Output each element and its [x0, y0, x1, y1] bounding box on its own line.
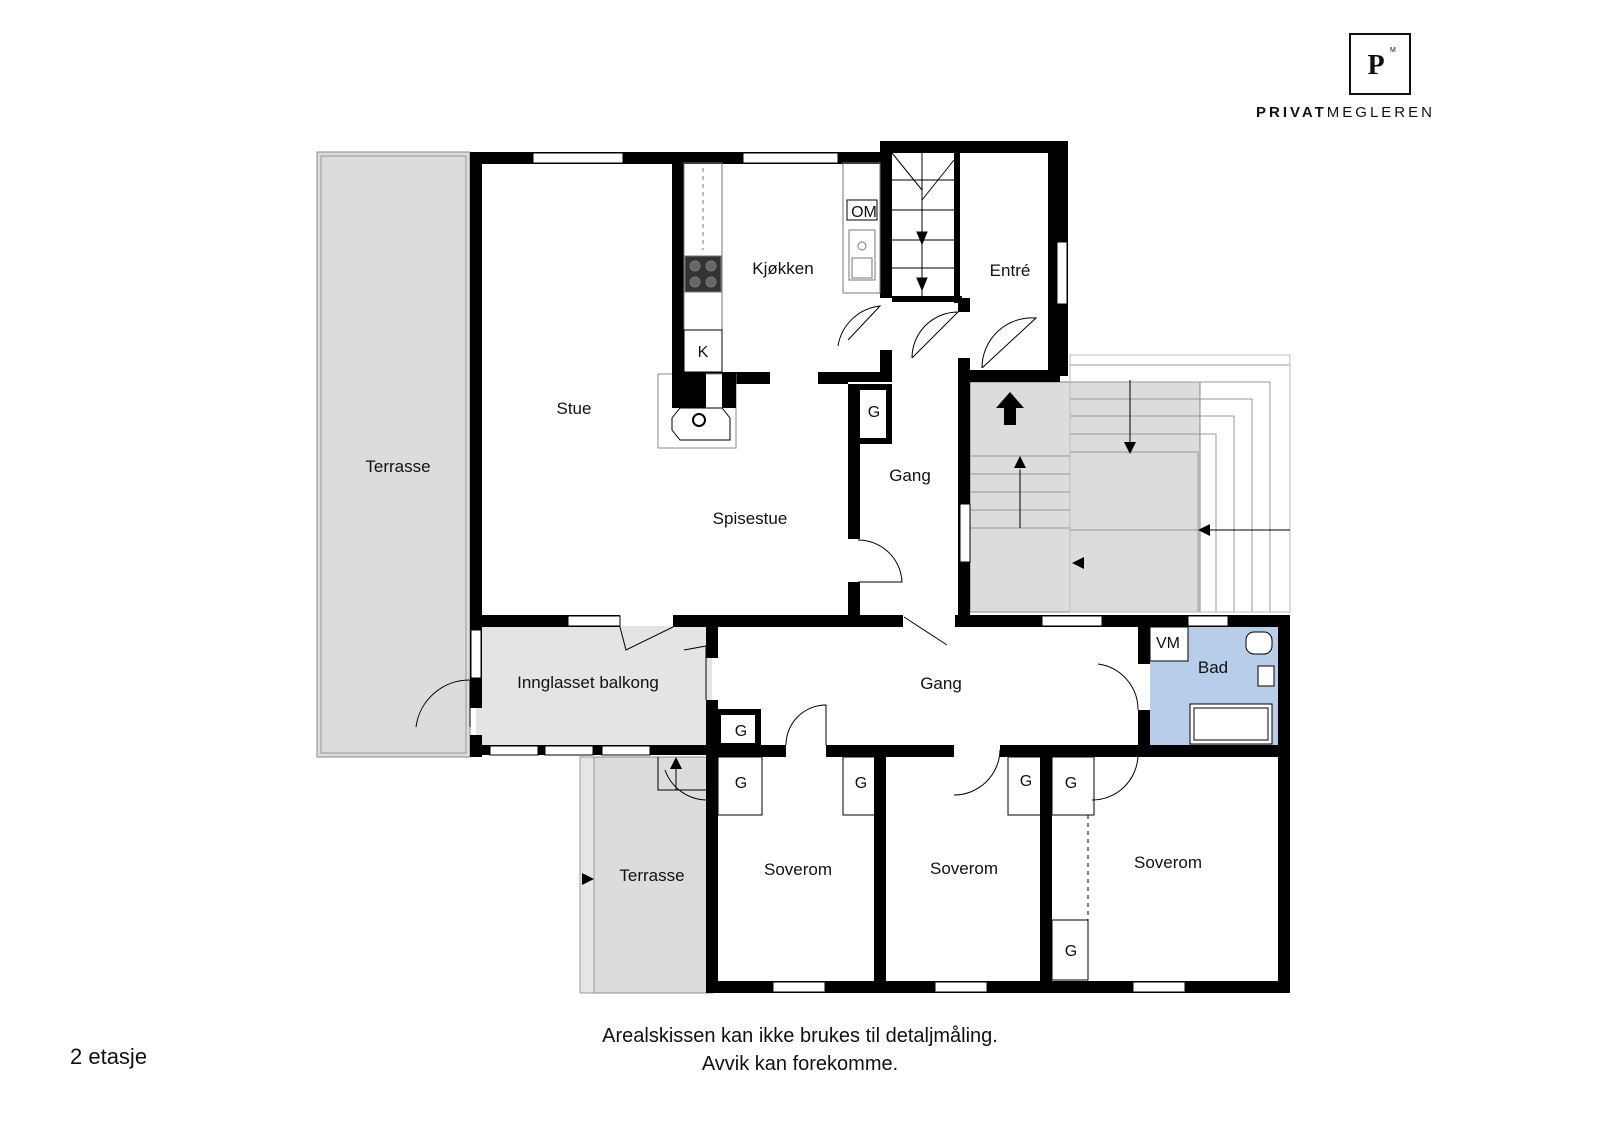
brand-name-bold: PRIVAT — [1256, 104, 1327, 121]
label-om: OM — [851, 204, 877, 221]
room-balkong: Innglasset balkong — [517, 673, 659, 692]
wardrobes — [717, 756, 1095, 981]
label-k: K — [698, 344, 709, 361]
entrance-arrow-icon — [996, 392, 1024, 425]
disclaimer-line-2: Avvik kan forekomme. — [701, 1053, 899, 1075]
disclaimer-line-1: Arealskissen kan ikke brukes til detaljm… — [602, 1025, 998, 1047]
fireplace — [657, 372, 737, 449]
label-g-bed3a: G — [1065, 775, 1077, 792]
kitchen-counter — [683, 162, 881, 373]
room-gang-upper: Gang — [889, 466, 931, 485]
room-gang-lower: Gang — [920, 674, 962, 693]
label-g-bed1b: G — [855, 775, 867, 792]
bathroom-fixtures — [1149, 626, 1275, 745]
logo: P M — [1349, 33, 1411, 95]
outdoor-stairs — [969, 354, 1291, 613]
room-terrasse-bottom: Terrasse — [619, 866, 684, 885]
room-soverom-2: Soverom — [930, 859, 998, 878]
door-swings — [415, 305, 1139, 801]
label-g-corridor: G — [735, 723, 747, 740]
terrace-left — [316, 151, 471, 758]
label-g-bed2: G — [1020, 773, 1032, 790]
brand-name: PRIVATMEGLEREN — [1256, 104, 1456, 121]
brand-name-light: MEGLEREN — [1326, 104, 1435, 121]
inner-staircase — [891, 152, 955, 298]
room-stue: Stue — [557, 399, 592, 418]
room-terrasse-left: Terrasse — [365, 457, 430, 476]
room-soverom-1: Soverom — [764, 860, 832, 879]
balkong-floor — [476, 626, 712, 746]
label-vm: VM — [1156, 635, 1180, 652]
windows — [470, 152, 1229, 993]
room-spisestue: Spisestue — [713, 509, 788, 528]
label-g-closet: G — [868, 404, 880, 421]
room-kjokken: Kjøkken — [752, 259, 813, 278]
label-g-bed1a: G — [735, 775, 747, 792]
logo-letter: P — [1367, 50, 1384, 81]
label-g-bed3b: G — [1065, 943, 1077, 960]
logo-mark: M — [1390, 47, 1396, 54]
disclaimer: Arealskissen kan ikke brukes til detaljm… — [500, 1022, 1100, 1078]
up-arrow-icon — [670, 757, 682, 769]
floor-label: 2 etasje — [70, 1044, 148, 1069]
terrace-bottom — [579, 756, 714, 994]
room-entre: Entré — [990, 261, 1031, 280]
room-bad: Bad — [1198, 658, 1228, 677]
room-soverom-3: Soverom — [1134, 853, 1202, 872]
